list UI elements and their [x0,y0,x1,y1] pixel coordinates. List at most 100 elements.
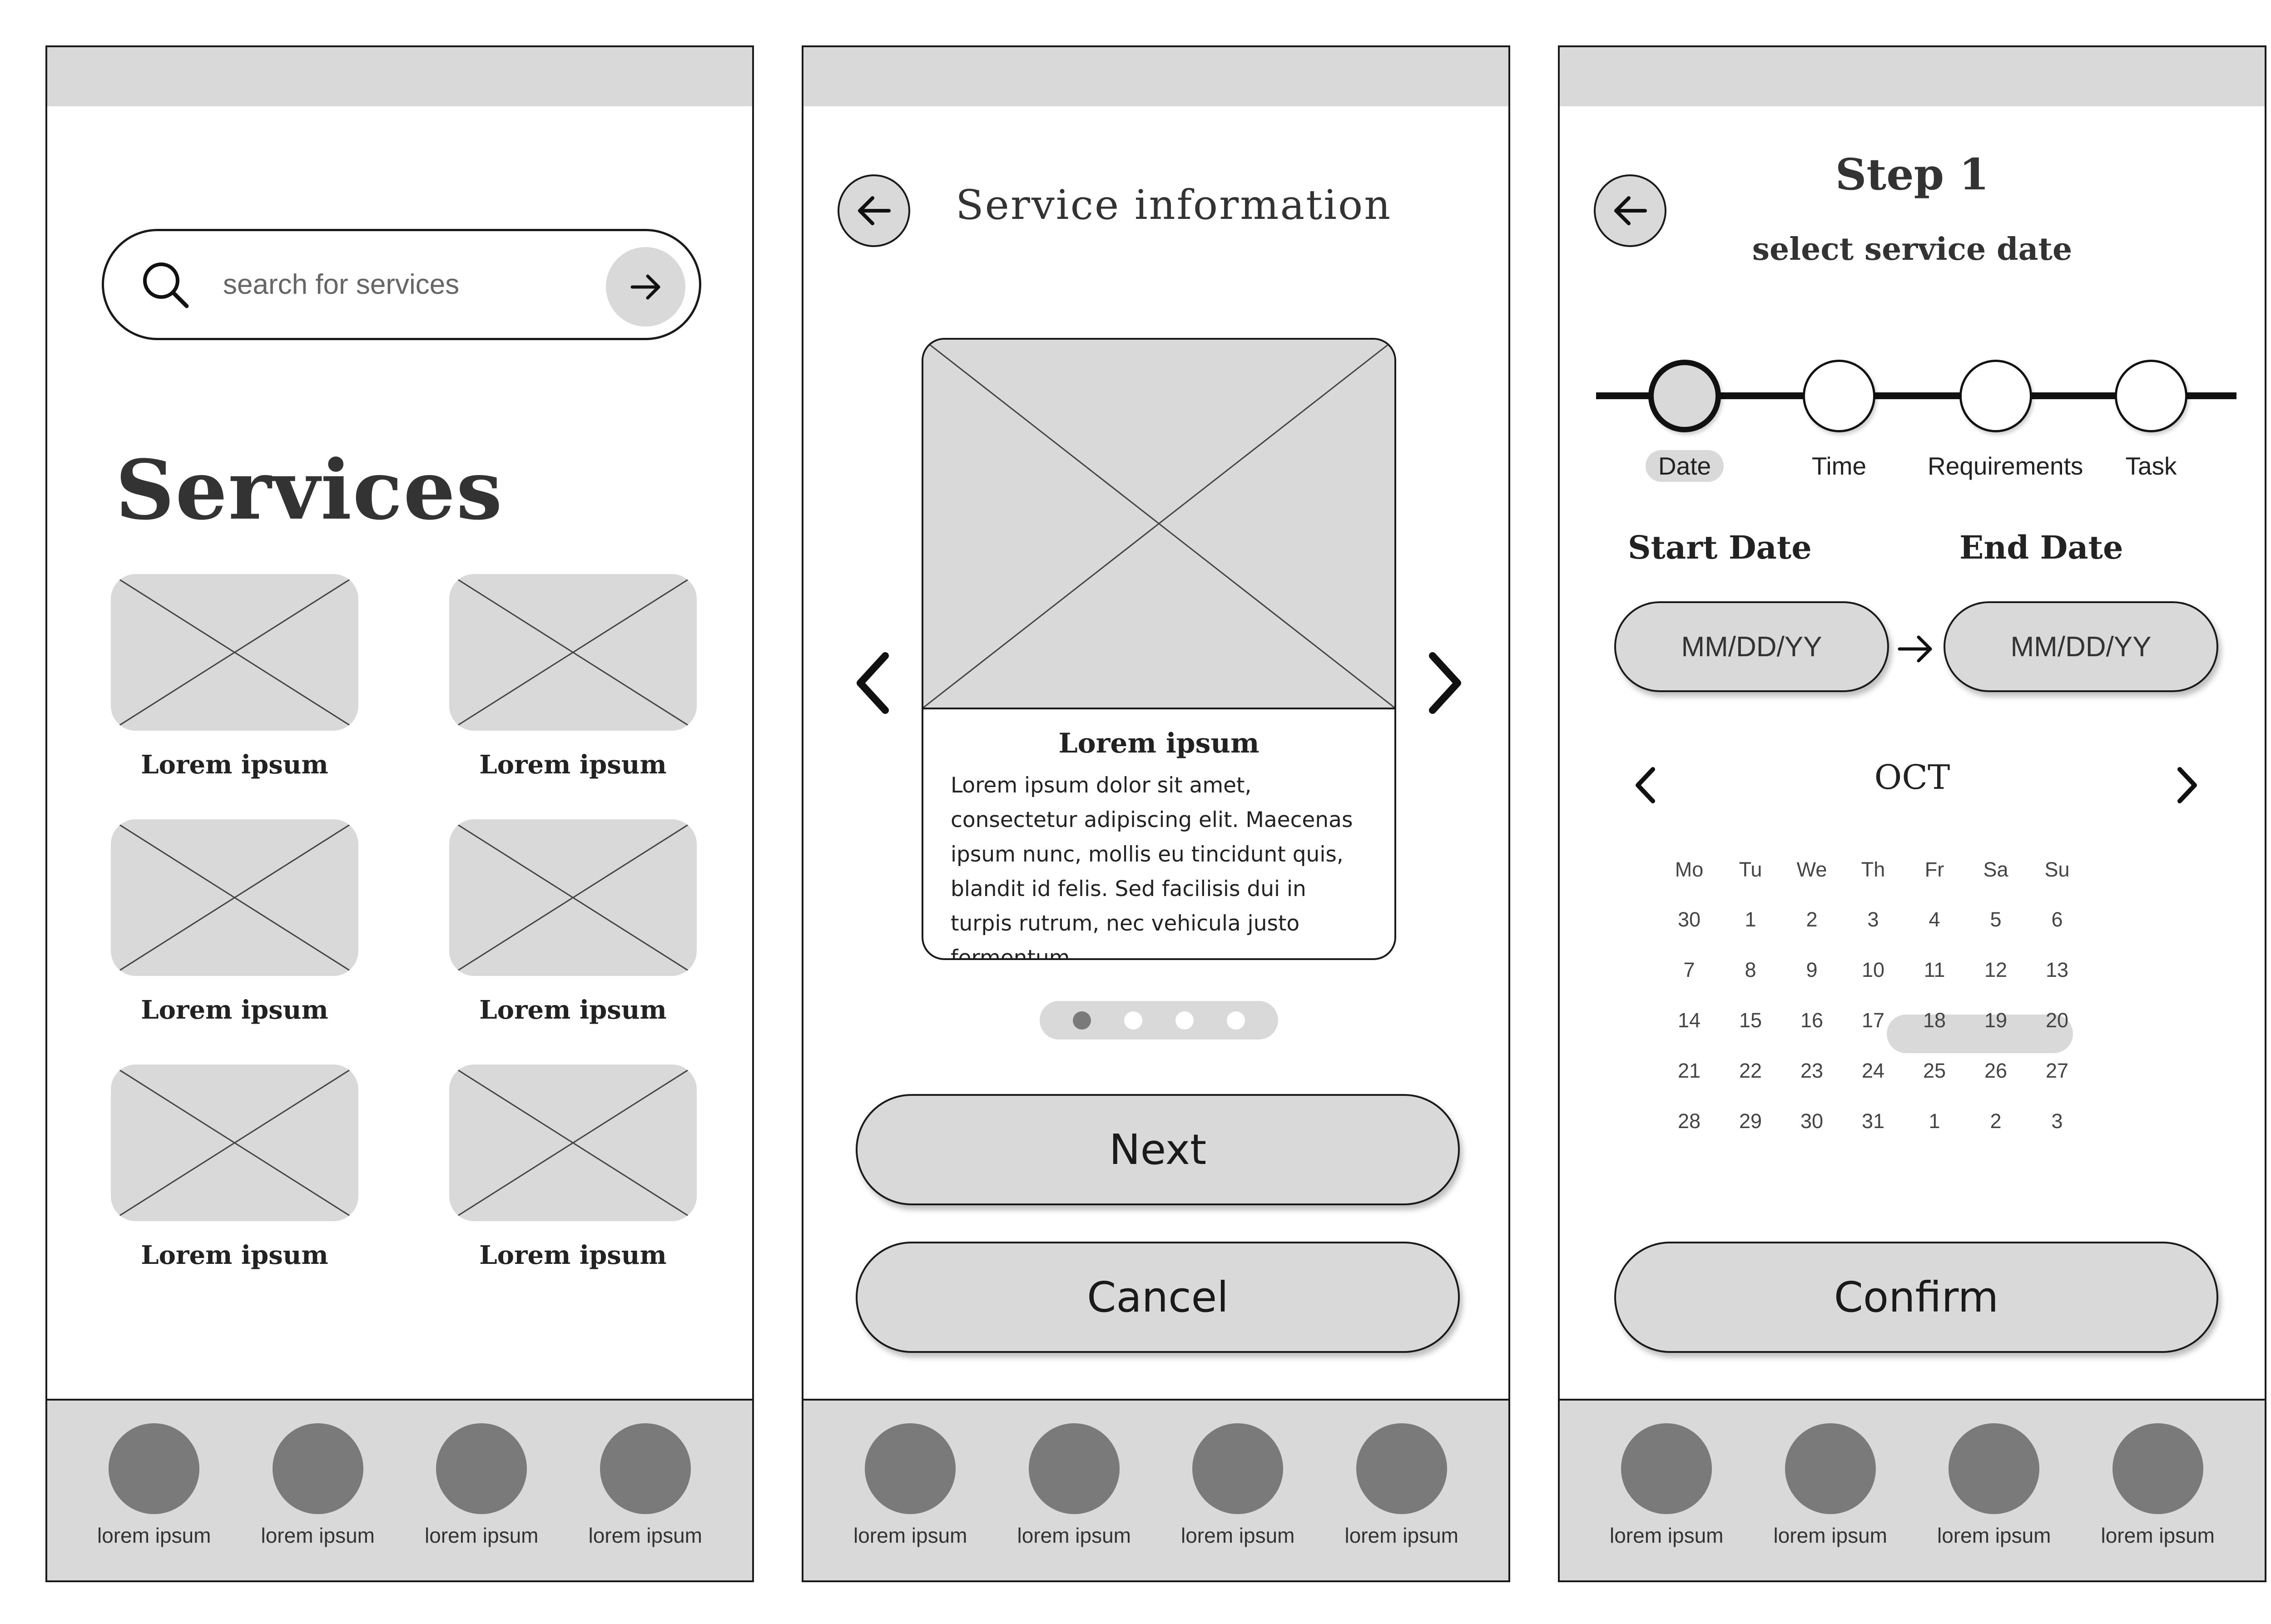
calendar-day[interactable]: 22 [1739,1059,1762,1082]
calendar-day[interactable]: 5 [1990,908,2002,931]
calendar-day[interactable]: 3 [1867,908,1879,931]
status-bar [1560,47,2265,106]
calendar-day[interactable]: 30 [1677,908,1701,931]
carousel-dot[interactable] [1124,1011,1142,1030]
next-button[interactable]: Next [856,1094,1460,1205]
tab-icon [1028,1423,1120,1514]
stepper-track [1596,392,2236,399]
step-requirements[interactable] [1959,360,2032,432]
service-information-screen: Service information Lorem ipsum Lorem ip… [802,45,1510,1582]
tab-item[interactable]: lorem ipsum [1006,1401,1142,1580]
calendar-day[interactable]: 28 [1677,1109,1701,1133]
calendar-day[interactable]: 29 [1739,1109,1762,1133]
calendar-day[interactable]: 18 [1923,1009,1946,1032]
carousel-next-icon[interactable] [1423,651,1464,715]
calendar-day[interactable]: 24 [1861,1059,1885,1082]
calendar-day[interactable]: 6 [2051,908,2063,931]
service-card-label: Lorem ipsum [141,995,328,1025]
search-bar[interactable] [102,229,701,340]
tab-icon [865,1423,956,1514]
start-date-field[interactable]: MM/DD/YY [1614,601,1889,692]
service-card[interactable]: Lorem ipsum [111,1065,358,1270]
calendar-day[interactable]: 3 [2051,1109,2063,1133]
tab-item[interactable]: lorem ipsum [250,1401,386,1580]
calendar-day[interactable]: 31 [1861,1109,1885,1133]
calendar-day[interactable]: 9 [1806,958,1818,981]
calendar-day[interactable]: 15 [1739,1009,1762,1032]
image-placeholder [449,574,697,731]
tab-item[interactable]: lorem ipsum [2090,1401,2226,1580]
services-screen: Services Lorem ipsum Lorem ipsum Lorem i… [45,45,754,1582]
calendar-day[interactable]: 30 [1800,1109,1824,1133]
image-placeholder [449,1065,697,1221]
cancel-button[interactable]: Cancel [856,1242,1460,1353]
calendar-day[interactable]: 8 [1745,958,1756,981]
tab-item[interactable]: lorem ipsum [577,1401,714,1580]
calendar-day[interactable]: 17 [1861,1009,1885,1032]
back-button[interactable] [838,174,910,247]
calendar-weekday: Su [2044,858,2070,881]
calendar-day[interactable]: 2 [1806,908,1818,931]
carousel-dot[interactable] [1073,1011,1091,1030]
step-subtitle: select service date [1752,231,2073,267]
tab-item[interactable]: lorem ipsum [1170,1401,1306,1580]
tab-item[interactable]: lorem ipsum [86,1401,222,1580]
tab-item[interactable]: lorem ipsum [1926,1401,2062,1580]
step-label-requirements: Requirements [1928,452,2083,480]
tab-icon [1192,1423,1284,1514]
previous-month-icon[interactable] [1632,765,1660,806]
service-card-label: Lorem ipsum [479,750,667,780]
back-button[interactable] [1594,174,1666,247]
calendar-month: OCT [1874,758,1950,797]
calendar-day[interactable]: 1 [1929,1109,1940,1133]
tab-icon [1785,1423,1876,1514]
calendar-day[interactable]: 21 [1677,1059,1701,1082]
calendar-day[interactable]: 4 [1929,908,1940,931]
calendar-day[interactable]: 1 [1745,908,1756,931]
search-submit-button[interactable] [606,247,685,327]
carousel-dot[interactable] [1227,1011,1245,1030]
calendar-day[interactable]: 27 [2045,1059,2069,1082]
calendar-day[interactable]: 23 [1800,1059,1824,1082]
carousel-previous-icon[interactable] [853,651,894,715]
tab-item[interactable]: lorem ipsum [1762,1401,1899,1580]
tab-item[interactable]: lorem ipsum [413,1401,550,1580]
calendar-day[interactable]: 10 [1861,958,1885,981]
calendar-day[interactable]: 26 [1984,1059,2008,1082]
card-description: Lorem ipsum dolor sit amet, consectetur … [951,773,1353,960]
tab-item[interactable]: lorem ipsum [1334,1401,1470,1580]
selected-date-range [1887,1015,2073,1053]
tab-item[interactable]: lorem ipsum [1598,1401,1735,1580]
calendar-day[interactable]: 12 [1984,958,2008,981]
confirm-button[interactable]: Confirm [1614,1242,2218,1353]
end-date-field[interactable]: MM/DD/YY [1944,601,2218,692]
tab-label: lorem ipsum [1017,1524,1131,1547]
calendar-day[interactable]: 16 [1800,1009,1824,1032]
tab-label: lorem ipsum [588,1524,702,1547]
next-month-icon[interactable] [2173,765,2200,806]
service-card[interactable]: Lorem ipsum [111,574,358,780]
arrow-right-icon [1898,635,1932,663]
calendar-day[interactable]: 14 [1677,1009,1701,1032]
arrow-right-icon [630,274,660,299]
calendar-day[interactable]: 7 [1683,958,1695,981]
step-date[interactable] [1648,360,1721,432]
step-task[interactable] [2115,360,2187,432]
image-placeholder [449,819,697,976]
calendar-day[interactable]: 13 [2045,958,2069,981]
step-label-task: Task [2125,452,2177,480]
carousel-dot[interactable] [1175,1011,1194,1030]
calendar-day[interactable]: 11 [1924,958,1945,981]
calendar-day[interactable]: 20 [2045,1009,2069,1032]
tab-item[interactable]: lorem ipsum [842,1401,978,1580]
search-input[interactable] [222,268,569,301]
calendar-weekday: Tu [1739,858,1762,881]
calendar-day[interactable]: 25 [1923,1059,1946,1082]
service-card[interactable]: Lorem ipsum [111,819,358,1025]
service-card[interactable]: Lorem ipsum [449,1065,697,1270]
calendar-day[interactable]: 19 [1984,1009,2008,1032]
service-card[interactable]: Lorem ipsum [449,819,697,1025]
service-card[interactable]: Lorem ipsum [449,574,697,780]
calendar-day[interactable]: 2 [1990,1109,2002,1133]
step-time[interactable] [1803,360,1875,432]
